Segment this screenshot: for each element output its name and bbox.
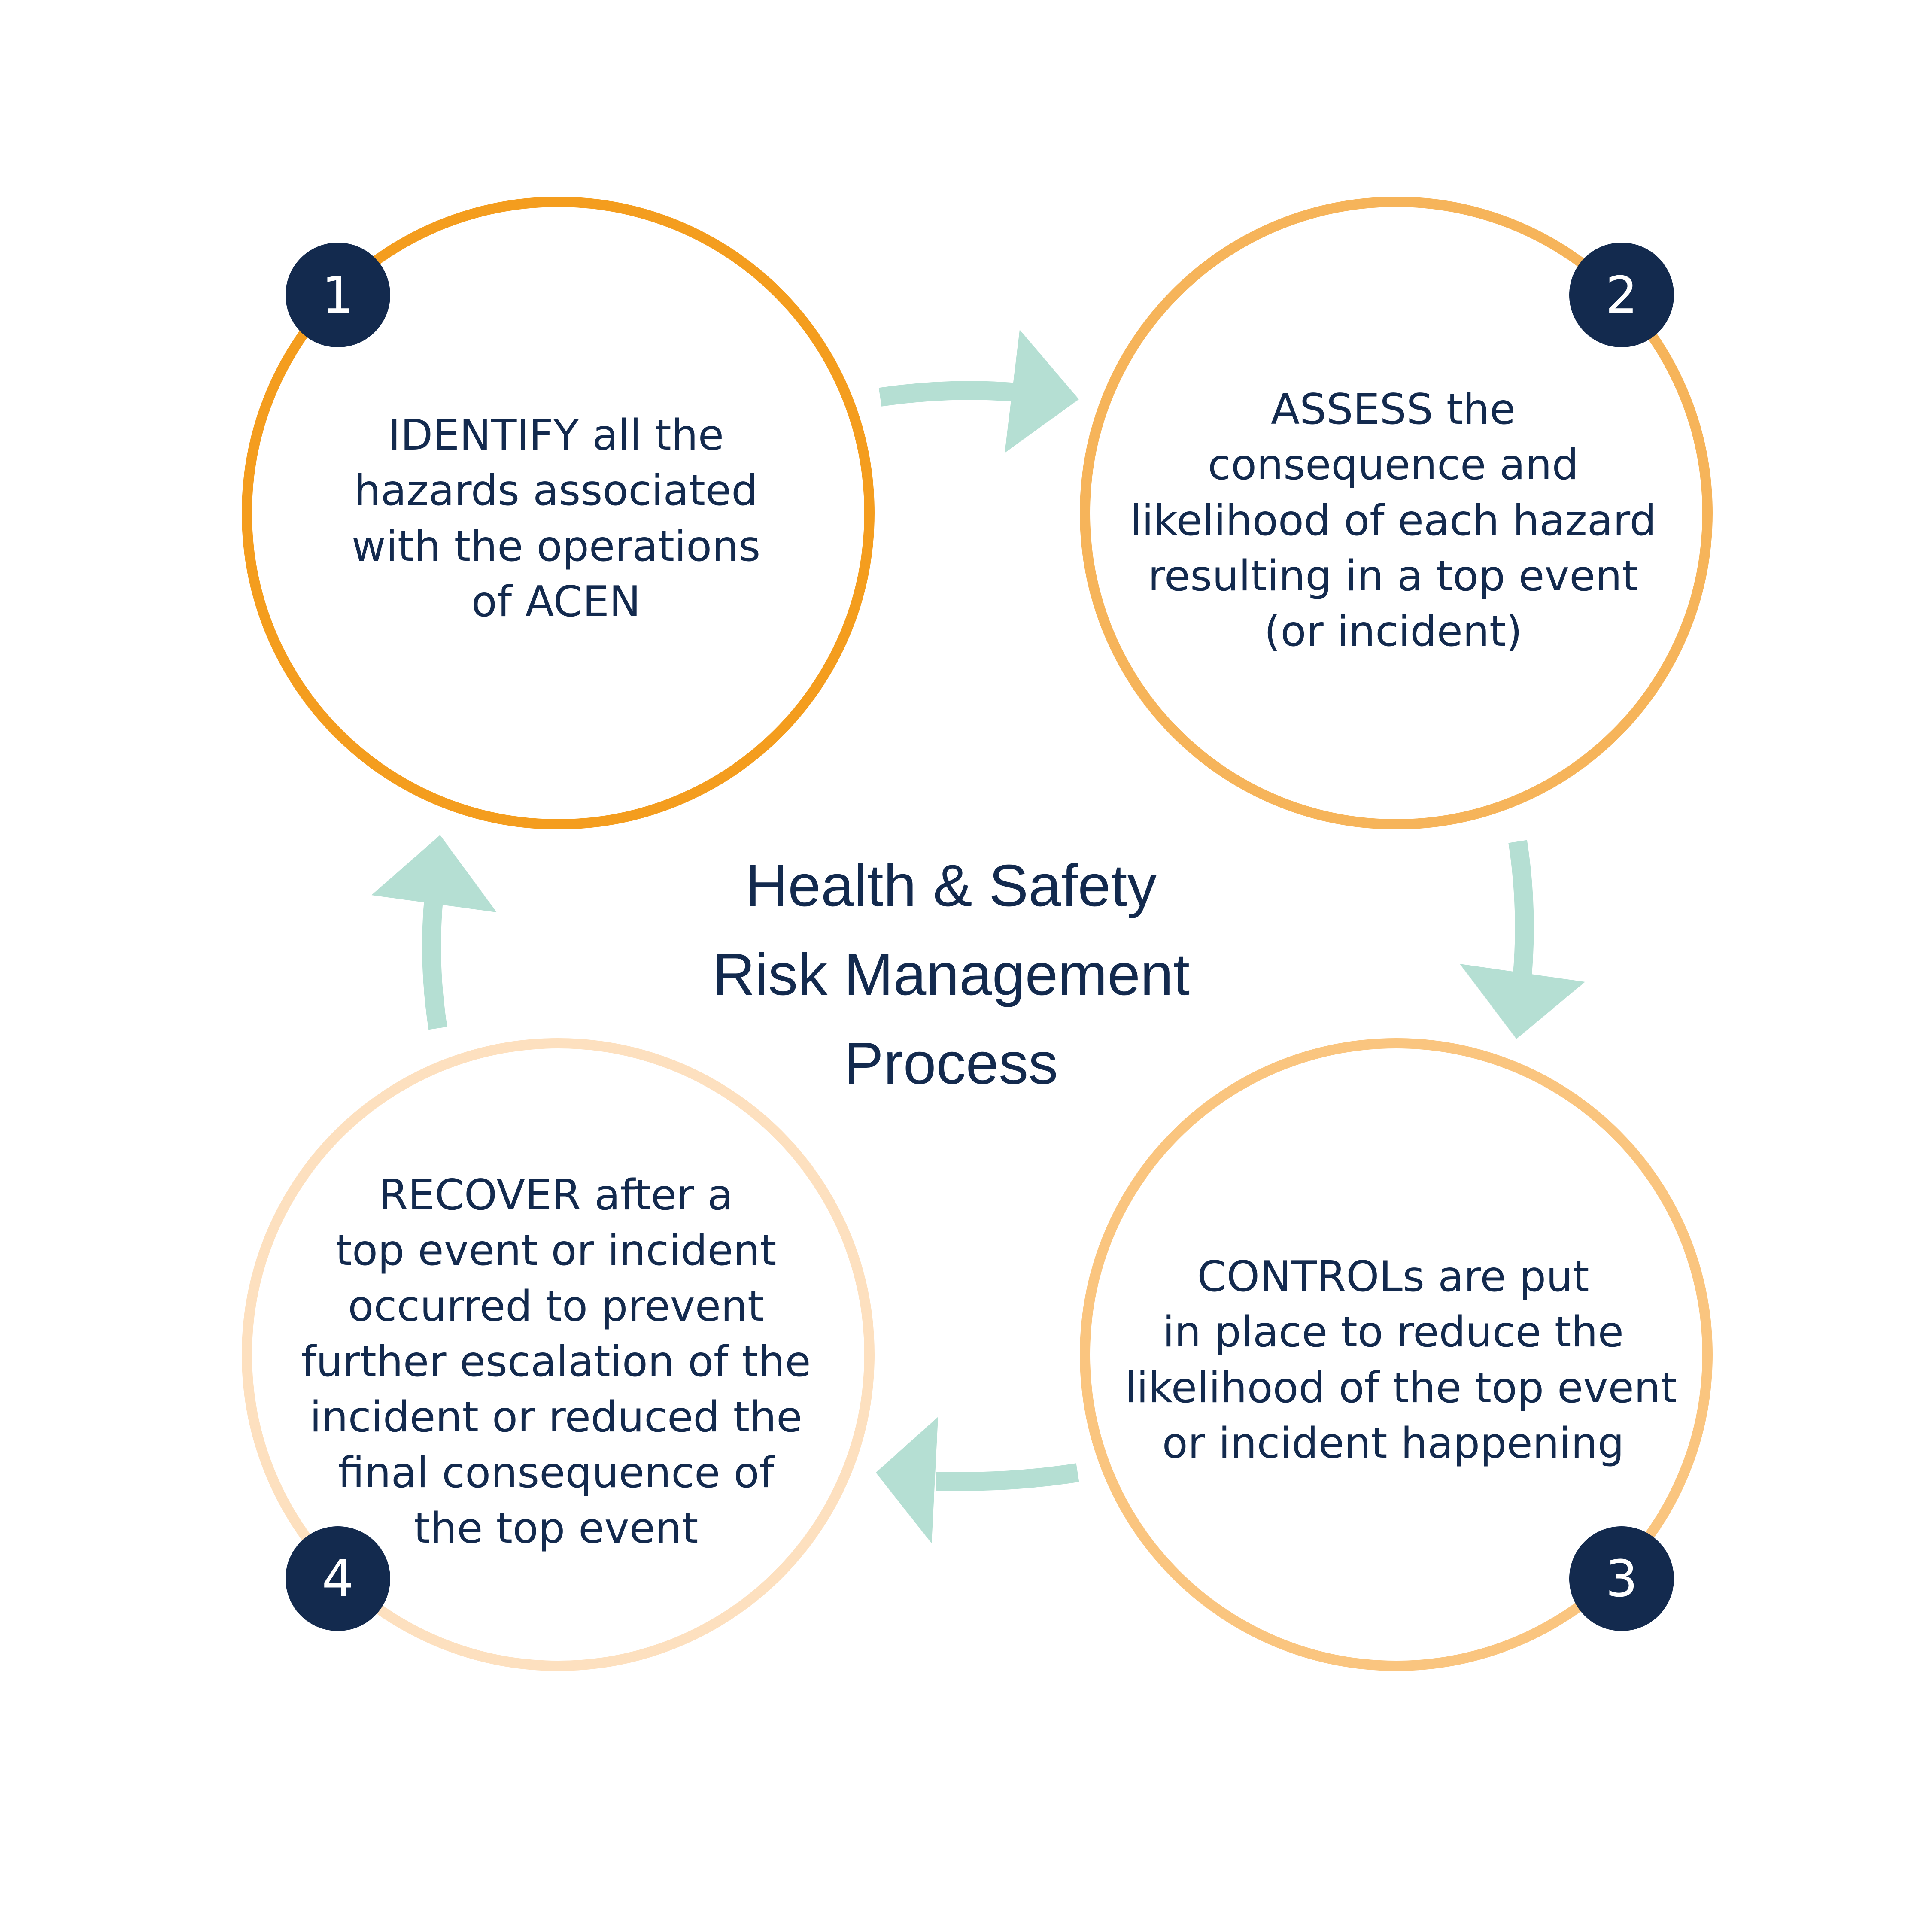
step-3-description: CONTROLs are put in place to reduce the … xyxy=(1125,1249,1677,1471)
step-1-circle xyxy=(242,197,875,829)
step-1-number-badge: 1 xyxy=(286,243,390,347)
step-3-number: 3 xyxy=(1605,1549,1638,1608)
title-line: Health & Safety xyxy=(745,853,1157,919)
step-2-number-badge: 2 xyxy=(1569,243,1674,347)
step-1-description: IDENTIFY all the hazards associated with… xyxy=(288,408,824,630)
step-3-line: or incident happening xyxy=(1162,1419,1625,1468)
title-line: Risk Management xyxy=(712,942,1190,1008)
step-4-number: 4 xyxy=(322,1549,354,1608)
step-2-line: ASSESS the xyxy=(1271,385,1516,434)
arrow-step-2-to-3 xyxy=(1460,840,1585,1039)
step-4-circle xyxy=(242,1038,875,1671)
diagram-title: Health & Safety Risk Management Process xyxy=(623,841,1279,1108)
step-4-description: RECOVER after a top event or incident oc… xyxy=(288,1168,824,1557)
arrow-step-3-to-4 xyxy=(876,1417,1079,1543)
step-2-line: resulting in a top event xyxy=(1148,552,1639,601)
step-2-circle xyxy=(1080,197,1713,829)
step-4-line: occurred to prevent xyxy=(348,1282,764,1331)
step-1-line: of ACEN xyxy=(471,577,641,627)
step-4-line: incident or reduced the xyxy=(310,1393,802,1442)
step-3-line: likelihood of the top event xyxy=(1125,1363,1677,1413)
step-3-line: in place to reduce the xyxy=(1163,1308,1624,1357)
title-line: Process xyxy=(844,1030,1058,1097)
step-2-line: likelihood of each hazard xyxy=(1130,496,1656,545)
arrow-step-4-to-1 xyxy=(371,835,497,1030)
step-3-number-badge: 3 xyxy=(1569,1526,1674,1631)
step-4-line: final consequence of xyxy=(337,1448,775,1498)
step-3-circle xyxy=(1080,1038,1713,1671)
step-4-line: further escalation of the xyxy=(301,1337,811,1387)
step-1-number: 1 xyxy=(322,265,354,325)
step-2-description: ASSESS the consequence and likelihood of… xyxy=(1125,382,1662,660)
step-1-line: with the operations xyxy=(351,522,761,571)
step-2-line: consequence and xyxy=(1208,440,1579,490)
arrow-step-1-to-2 xyxy=(878,330,1079,453)
step-2-line: (or incident) xyxy=(1264,607,1522,656)
step-4-line: the top event xyxy=(413,1504,699,1553)
step-3-line: CONTROLs are put xyxy=(1197,1252,1589,1301)
step-1-line: hazards associated xyxy=(354,466,758,516)
step-1-line: IDENTIFY all the xyxy=(388,411,724,460)
step-2-number: 2 xyxy=(1605,265,1638,325)
step-4-line: top event or incident xyxy=(335,1226,777,1276)
step-4-line: RECOVER after a xyxy=(379,1171,733,1220)
step-4-number-badge: 4 xyxy=(286,1526,390,1631)
